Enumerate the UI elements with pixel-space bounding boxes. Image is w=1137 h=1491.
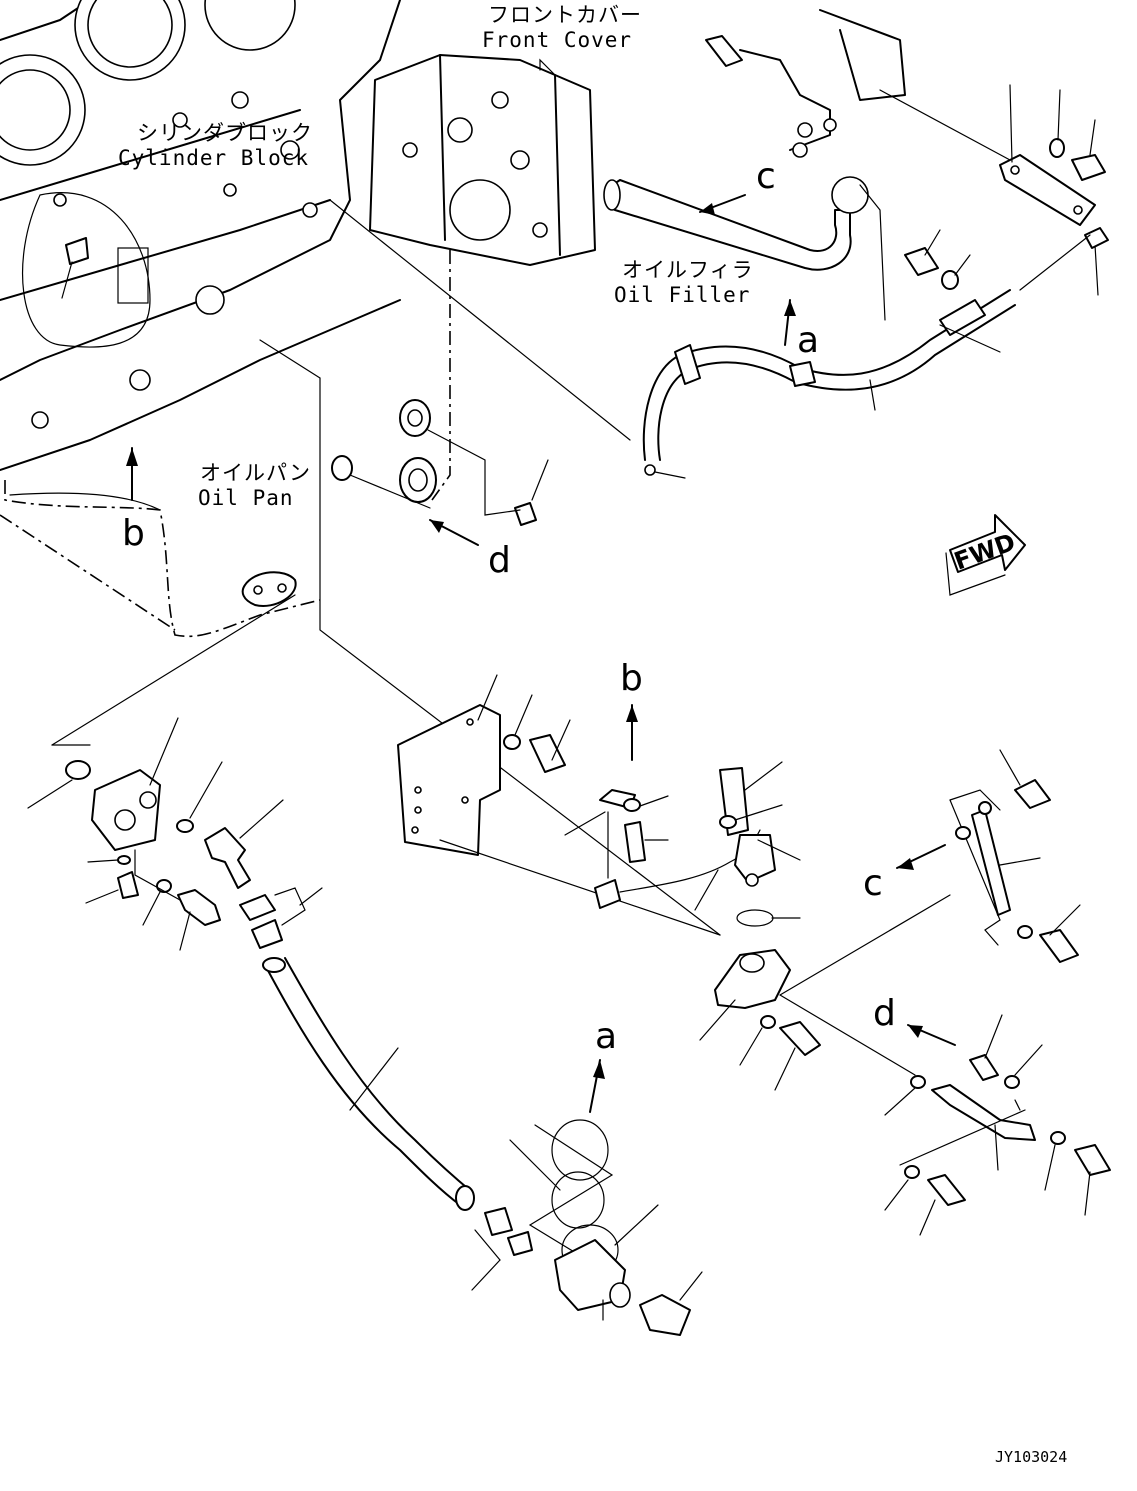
small-bracket-top-right bbox=[904, 84, 1109, 296]
callout-c-top: c bbox=[756, 156, 776, 197]
oil-filler-drawing bbox=[603, 9, 906, 321]
callout-b-bottom: b bbox=[620, 658, 643, 699]
oil-filler-label-en: Oil Filler bbox=[614, 283, 750, 307]
front-cover-label-jp: フロントカバー bbox=[488, 3, 642, 27]
callout-c-bottom: c bbox=[863, 863, 883, 904]
drawing-code: JY103024 bbox=[995, 1448, 1067, 1466]
pipe-d-drawing bbox=[884, 1014, 1111, 1236]
callout-arrows bbox=[126, 194, 956, 1113]
bracket-plate-center bbox=[397, 674, 721, 936]
callout-a-top: a bbox=[797, 320, 819, 361]
front-cover-drawing bbox=[369, 54, 596, 266]
callout-d-top: d bbox=[488, 540, 511, 581]
callout-a-bottom: a bbox=[595, 1016, 617, 1057]
oil-pan-label-en: Oil Pan bbox=[198, 486, 294, 510]
callout-b-top: b bbox=[122, 513, 145, 554]
oil-filler-label-jp: オイルフィラ bbox=[622, 258, 754, 282]
drain-valve-drawing bbox=[509, 1119, 703, 1336]
filter-head-drawing bbox=[699, 894, 951, 1091]
fwd-arrow: FWD bbox=[945, 514, 1026, 596]
oil-pan-label-jp: オイルパン bbox=[200, 461, 311, 485]
cylinder-block-drawing bbox=[0, 0, 401, 471]
dipstick-tube-drawing bbox=[642, 234, 1091, 479]
oil-pan-drawing bbox=[0, 480, 321, 638]
spacers-mid bbox=[51, 399, 549, 746]
adapter-block-left bbox=[27, 717, 284, 951]
front-cover-label-en: Front Cover bbox=[482, 28, 632, 52]
cylinder-block-label-en: Cylinder Block bbox=[118, 146, 309, 170]
cylinder-block-label-jp: シリンダブロック bbox=[137, 121, 313, 145]
callout-d-bottom: d bbox=[873, 993, 896, 1034]
pipe-c-drawing bbox=[949, 749, 1081, 963]
sensor-wire-drawing bbox=[564, 761, 801, 927]
hose-drawing bbox=[239, 887, 533, 1291]
